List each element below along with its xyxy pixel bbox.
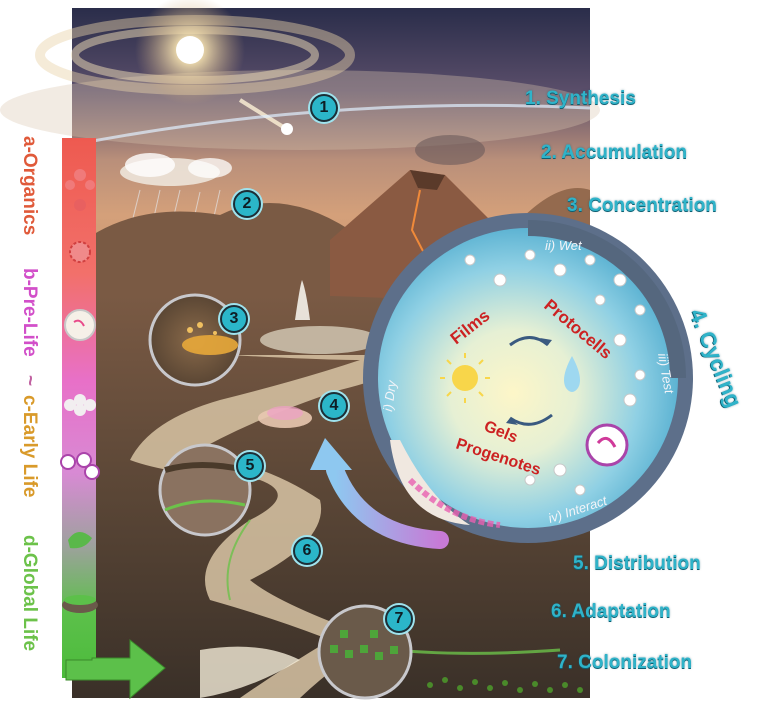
lipid-micelle-icon (69, 241, 91, 263)
cycling-circle: ii) Wet i) Dry iii) Test iv) Interact Fi… (363, 213, 693, 543)
geyser-icon (295, 280, 310, 320)
stage-label-pre-life: b-Pre-Life (19, 268, 40, 357)
protocell-icon (585, 423, 629, 467)
water-drop-icon (564, 356, 580, 392)
vesicle-cluster-icon (64, 394, 96, 416)
lava-flow (410, 189, 426, 256)
meteor-icon (238, 98, 287, 130)
stage-label-global-life: d-Global Life (19, 535, 40, 652)
river-path (130, 355, 404, 698)
cycle-arrow-bottom (509, 413, 553, 426)
step-marker-3: 3 (220, 305, 248, 333)
step-label-accumulation: 2. Accumulation (541, 142, 688, 163)
lens-5 (158, 443, 252, 537)
step-label-adaptation: 6. Adaptation (551, 601, 671, 622)
phase-test: iii) Test (655, 352, 677, 396)
phase-wet: ii) Wet (545, 238, 583, 253)
stage-label-separator: ~ (19, 375, 40, 387)
organics-molecule-icon (65, 169, 95, 211)
lens-7 (317, 604, 413, 700)
step-marker-4: 4 (320, 392, 348, 420)
microbial-mat-icon (62, 595, 98, 613)
return-arrow (326, 461, 449, 549)
step-marker-6: 6 (293, 537, 321, 565)
step-label-concentration: 3. Concentration (567, 195, 717, 216)
protocell-cluster-icon (60, 452, 100, 480)
lens-3 (148, 293, 242, 387)
step-label-distribution: 5. Distribution (573, 553, 701, 574)
smoke-icon (415, 135, 485, 165)
step-marker-7: 7 (385, 605, 413, 633)
return-arrow-head (310, 438, 352, 470)
vegetation-icon (427, 677, 583, 693)
sun-heat-icon (440, 353, 490, 403)
stage-label-organics: a-Organics (19, 136, 40, 236)
life-stage-arrow (65, 638, 166, 700)
step-marker-1: 1 (310, 94, 338, 122)
step-label-synthesis: 1. Synthesis (525, 88, 636, 109)
step-label-colonization: 7. Colonization (557, 652, 693, 673)
green-microbe-icon (68, 531, 92, 549)
step-marker-2: 2 (233, 190, 261, 218)
phase-dry: i) Dry (380, 378, 399, 412)
stage-label-early-life: c-Early Life (19, 395, 40, 498)
cycle-arrow-top (509, 336, 549, 347)
vesicle-icon (64, 309, 96, 341)
step-marker-5: 5 (236, 452, 264, 480)
